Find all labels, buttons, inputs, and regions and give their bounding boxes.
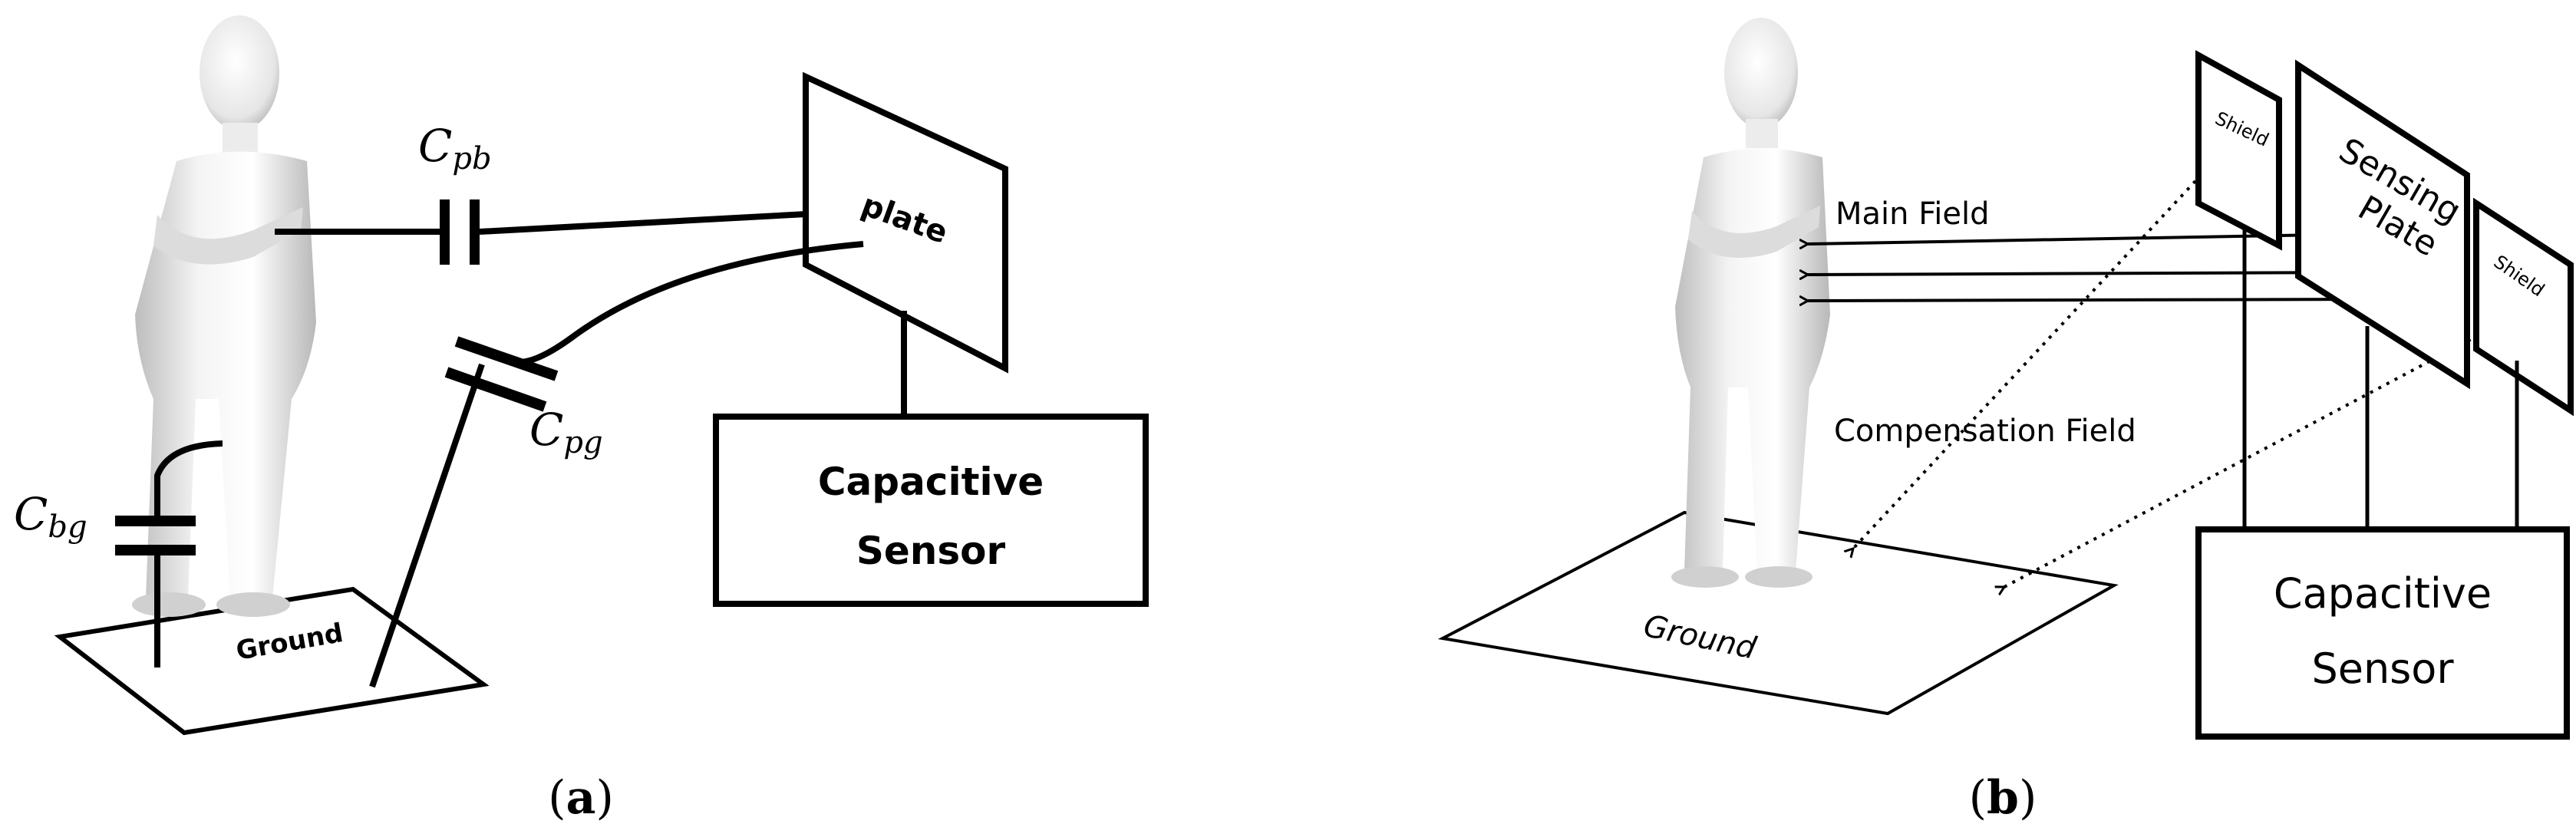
capacitor-pg-label: Cpg xyxy=(529,404,603,460)
capacitive-sensor-b xyxy=(2195,526,2570,740)
panel-b: Ground Main Field Compensation Field Shi… xyxy=(1437,18,2574,825)
capacitive-sensor-a xyxy=(713,414,1149,607)
compensation-field-arrows xyxy=(1853,146,2504,587)
sensor-label-b-line1: Capacitive xyxy=(2274,569,2492,618)
compensation-field-label: Compensation Field xyxy=(1834,414,2136,449)
sensor-label-a-line2: Sensor xyxy=(856,529,1006,573)
sensing-plate xyxy=(2295,59,2470,390)
capacitor-bg-label: Cbg xyxy=(14,488,87,545)
ground-plate-b xyxy=(1437,510,2119,716)
caption-a: (a) xyxy=(548,771,614,825)
shield-left xyxy=(2195,50,2282,251)
sensor-label-b-line2: Sensor xyxy=(2311,644,2454,693)
capacitor-pb-label: Cpb xyxy=(418,120,492,176)
panel-a: Ground Cpb plate Cpg xyxy=(14,15,1149,825)
capacitor-bg-symbol xyxy=(115,516,196,526)
plate-a xyxy=(803,71,1008,374)
main-field-arrows xyxy=(1808,232,2368,301)
caption-b: (b) xyxy=(1969,771,2037,825)
capacitor-pb-symbol xyxy=(440,199,450,265)
shield-right xyxy=(2473,197,2574,417)
person-figure-a xyxy=(132,15,316,617)
person-figure-b xyxy=(1671,18,1830,588)
main-field-label: Main Field xyxy=(1836,196,1990,232)
sensor-label-a-line1: Capacitive xyxy=(818,460,1044,504)
capacitor-pg-symbol xyxy=(454,336,559,381)
